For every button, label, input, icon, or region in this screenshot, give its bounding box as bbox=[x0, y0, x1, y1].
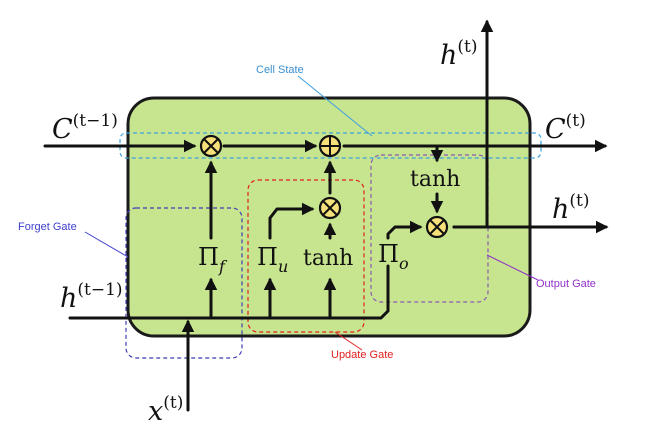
output-gate-leader bbox=[486, 254, 539, 281]
update-gate-leader bbox=[334, 331, 363, 351]
cell-state-box bbox=[119, 132, 542, 159]
cell-add-op bbox=[318, 134, 342, 158]
forget-gate-leader bbox=[84, 231, 129, 258]
h-prev-label: h(t−1) bbox=[60, 280, 123, 314]
output-tanh-label: tanh bbox=[410, 167, 460, 192]
update-multiply-op bbox=[318, 196, 342, 220]
forget-multiply-op bbox=[199, 134, 223, 158]
update-gate-callout: Update Gate bbox=[331, 349, 393, 361]
output-multiply-op bbox=[425, 215, 449, 239]
hidden-top-output-line bbox=[452, 19, 494, 229]
output-gate-wire-out bbox=[386, 220, 423, 240]
forget-gate-callout: Forget Gate bbox=[18, 221, 77, 233]
cell-state-callout: Cell State bbox=[256, 64, 304, 76]
h-out-label: h(t) bbox=[552, 191, 590, 225]
update-tanh-label: tanh bbox=[303, 246, 353, 271]
hidden-input-bus bbox=[68, 264, 390, 320]
x-label: x(t) bbox=[148, 393, 183, 427]
cell-state-leader bbox=[297, 75, 373, 137]
forget-gate-box bbox=[125, 207, 243, 359]
forget-gate-symbol: Πf bbox=[198, 243, 228, 276]
update-gate-wire-out bbox=[268, 202, 315, 240]
update-gate-symbol: Πu bbox=[257, 243, 288, 276]
output-gate-callout: Output Gate bbox=[536, 278, 596, 290]
c-prev-label: C(t−1) bbox=[52, 111, 118, 145]
h-top-label: h(t) bbox=[440, 37, 478, 71]
update-gate-box bbox=[247, 179, 365, 333]
output-gate-symbol: Πo bbox=[378, 240, 409, 273]
c-next-label: C(t) bbox=[545, 111, 586, 145]
